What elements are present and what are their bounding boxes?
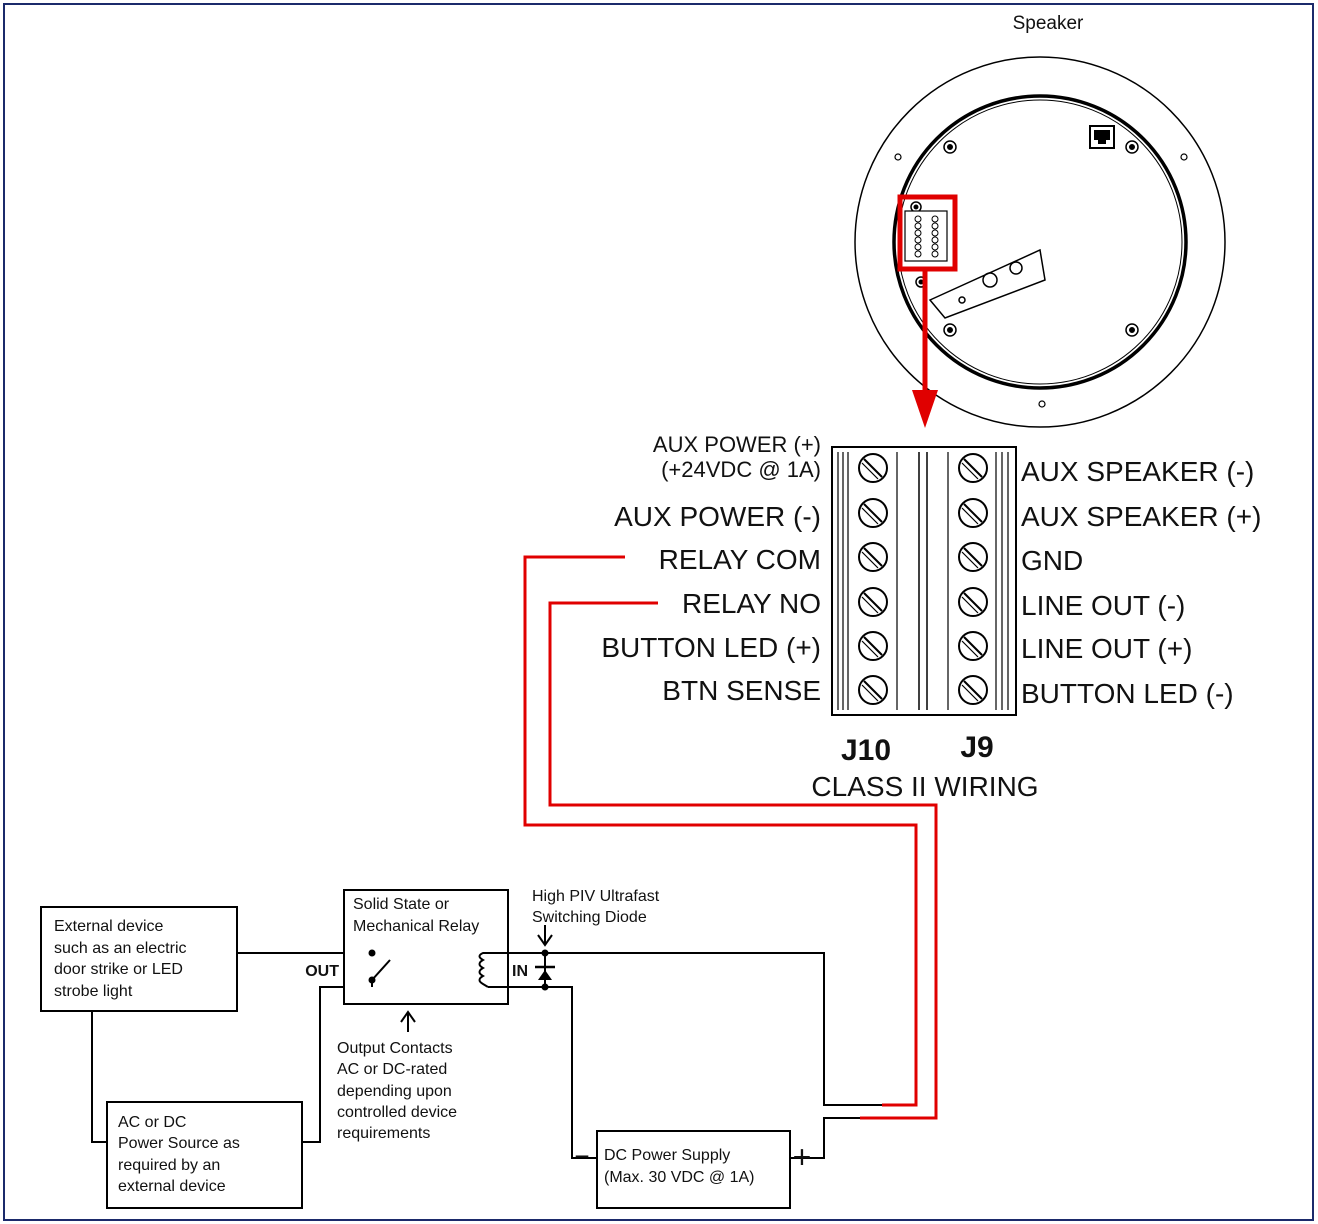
- relay-line-1: Solid State or: [353, 896, 450, 913]
- dc-supply-box: [596, 1130, 791, 1209]
- outer-frame: [3, 3, 1314, 1221]
- diode-pointer-arrow-icon: [537, 925, 553, 947]
- j9-pin2-label: AUX SPEAKER (+): [1021, 501, 1261, 532]
- diode-line-2: Switching Diode: [532, 909, 647, 926]
- j10-pin2-label: AUX POWER (-): [614, 501, 821, 532]
- j10-screw-icon: [858, 498, 888, 528]
- output-contacts-line-5: requirements: [337, 1125, 430, 1142]
- j9-pin4-label: LINE OUT (-): [1021, 590, 1185, 621]
- power-source-line-2: Power Source as: [118, 1135, 240, 1152]
- j10-pin1-label: AUX POWER (+): [653, 432, 821, 457]
- power-source-box: [106, 1101, 303, 1209]
- j10-screw-icon: [858, 631, 888, 661]
- j9-pin1-label: AUX SPEAKER (-): [1021, 456, 1254, 487]
- j10-pin6-label: BTN SENSE: [662, 675, 821, 706]
- relay-line-2: Mechanical Relay: [353, 918, 479, 935]
- external-device-line-2: such as an electric: [54, 940, 187, 957]
- j9-pin5-label: LINE OUT (+): [1021, 633, 1192, 664]
- relay-no-wire: [548, 601, 938, 1120]
- dc-supply-minus-label: −: [574, 1141, 589, 1171]
- ethernet-port-icon: [1089, 125, 1115, 149]
- j9-screw-icon: [958, 498, 988, 528]
- terminal-connector: [831, 446, 1017, 716]
- j9-screw-icon: [958, 453, 988, 483]
- j10-screw-column: [858, 453, 888, 705]
- output-contacts-line-1: Output Contacts: [337, 1040, 453, 1057]
- zoom-arrow: [912, 269, 938, 428]
- j10-header: J10: [841, 734, 891, 767]
- supply-positive-wire: [790, 1117, 860, 1159]
- external-device-line-1: External device: [54, 918, 163, 935]
- relay-switch-icon: [368, 949, 391, 987]
- speaker-terminal-block: [904, 210, 948, 262]
- output-contacts-arrow-icon: [400, 1010, 416, 1032]
- power-source-line-1: AC or DC: [118, 1114, 186, 1131]
- relay-coil-icon: [478, 952, 508, 988]
- device-source-wire: [91, 1011, 107, 1143]
- output-contacts-line-2: AC or DC-rated: [337, 1061, 447, 1078]
- output-contacts-line-3: depending upon: [337, 1083, 452, 1100]
- dc-supply-plus-label: +: [793, 1139, 812, 1175]
- relay-com-wire: [523, 555, 918, 1107]
- j9-screw-icon: [958, 675, 988, 705]
- j9-pin3-label: GND: [1021, 545, 1083, 576]
- speaker-illustration: [854, 56, 1226, 428]
- relay-in-label: IN: [512, 963, 528, 980]
- speaker-title: Speaker: [1013, 13, 1084, 34]
- j10-pin4-label: RELAY NO: [682, 588, 821, 619]
- j10-screw-icon: [858, 587, 888, 617]
- external-device-line-4: strobe light: [54, 983, 133, 1000]
- j9-screw-icon: [958, 631, 988, 661]
- j10-pin1-sub-label: (+24VDC @ 1A): [661, 457, 821, 482]
- j10-screw-icon: [858, 542, 888, 572]
- diode-icon: [535, 949, 555, 991]
- external-device-line-3: door strike or LED: [54, 961, 183, 978]
- j10-screw-icon: [858, 675, 888, 705]
- mounting-bracket: [928, 248, 1046, 319]
- coil-return-wire: [545, 986, 597, 1159]
- j9-header: J9: [960, 731, 993, 764]
- wiring-class-label: CLASS II WIRING: [811, 771, 1038, 802]
- dc-supply-line-2: (Max. 30 VDC @ 1A): [604, 1169, 755, 1186]
- j9-screw-column: [958, 453, 988, 705]
- diode-positive-wire: [545, 952, 882, 1106]
- power-source-line-3: required by an: [118, 1157, 220, 1174]
- j10-screw-icon: [858, 453, 888, 483]
- power-source-line-4: external device: [118, 1178, 226, 1195]
- j10-pin3-label: RELAY COM: [659, 544, 821, 575]
- external-device-box: [40, 906, 238, 1012]
- j9-pin6-label: BUTTON LED (-): [1021, 678, 1234, 709]
- diode-line-1: High PIV Ultrafast: [532, 888, 660, 905]
- j9-screw-icon: [958, 587, 988, 617]
- j10-pin5-label: BUTTON LED (+): [601, 632, 821, 663]
- j9-screw-icon: [958, 542, 988, 572]
- dc-supply-line-1: DC Power Supply: [604, 1147, 730, 1164]
- output-contacts-line-4: controlled device: [337, 1104, 457, 1121]
- relay-out-label: OUT: [305, 963, 339, 980]
